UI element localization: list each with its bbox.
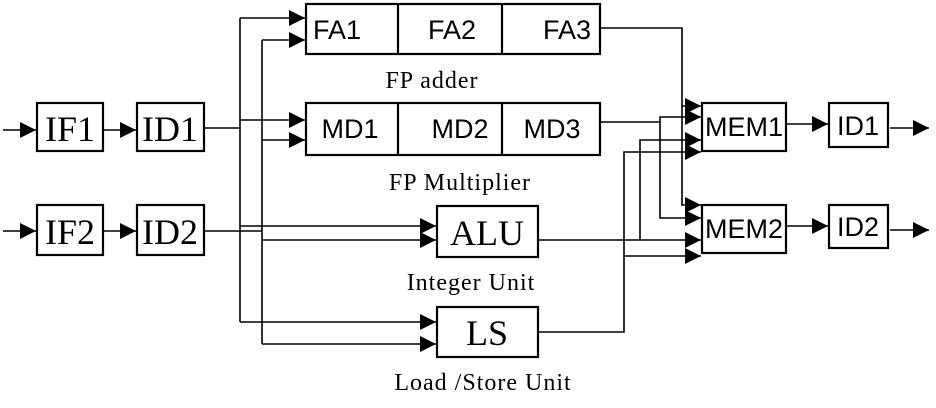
stage-label: ID1 xyxy=(142,109,198,149)
load-store-unit: LS xyxy=(435,305,540,359)
md3-to-mem2-arrow xyxy=(659,122,701,226)
fp-multiplier-unit: MD1 MD2 MD3 xyxy=(304,101,602,157)
stage-label: ID1 xyxy=(837,111,879,141)
stage-id2: ID2 xyxy=(135,203,206,257)
stage-mem2: MEM2 xyxy=(700,203,788,255)
stage-ls: LS xyxy=(466,313,508,353)
stage-if2: IF2 xyxy=(35,203,105,257)
ls-to-mem1-arrow xyxy=(538,144,701,333)
stage-label: ID2 xyxy=(837,212,879,242)
stage-label: IF2 xyxy=(45,212,95,252)
stage-fa3: FA3 xyxy=(543,15,591,45)
stage-alu: ALU xyxy=(450,213,524,253)
stage-label: ID2 xyxy=(142,212,198,252)
stage-mem1: MEM1 xyxy=(700,101,788,153)
caption-fp-adder: FP adder xyxy=(385,68,478,94)
stage-label: MEM1 xyxy=(705,112,783,142)
stage-md2: MD2 xyxy=(431,114,488,144)
md3-to-mem1-arrow xyxy=(600,109,701,125)
fa3-to-mem2-arrow xyxy=(681,106,701,213)
caption-integer-unit: Integer Unit xyxy=(407,270,536,296)
fa3-to-mem1-arrow xyxy=(600,27,701,114)
stage-out-id2: ID2 xyxy=(827,203,890,250)
stage-id1: ID1 xyxy=(135,101,206,153)
stage-md3: MD3 xyxy=(523,114,580,144)
stage-md1: MD1 xyxy=(321,114,378,144)
wires xyxy=(3,10,929,352)
stage-fa2: FA2 xyxy=(428,15,476,45)
stage-out-id1: ID1 xyxy=(827,101,890,149)
integer-unit: ALU xyxy=(435,204,540,259)
stage-fa1: FA1 xyxy=(313,15,361,45)
caption-load-store-unit: Load /Store Unit xyxy=(394,370,571,396)
fp-adder-unit: FA1 FA2 FA3 xyxy=(304,2,602,56)
stage-if1: IF1 xyxy=(35,101,105,153)
stage-label: MEM2 xyxy=(705,214,783,244)
caption-fp-multiplier: FP Multiplier xyxy=(389,170,531,196)
stage-label: IF1 xyxy=(45,109,95,149)
alu-to-mem1-arrow xyxy=(538,132,701,241)
